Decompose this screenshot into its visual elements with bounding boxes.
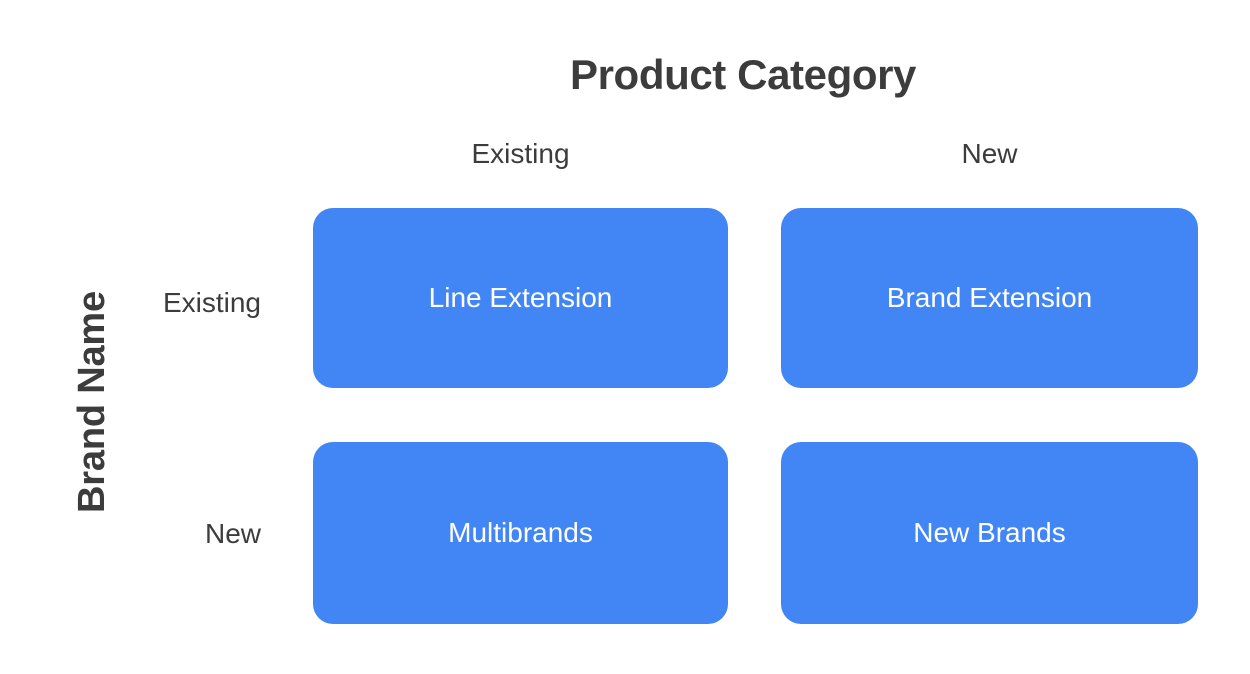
quadrant-multibrands[interactable]: Multibrands	[313, 442, 728, 624]
column-header-new: New	[961, 138, 1018, 169]
quadrant-label: New Brands	[913, 517, 1066, 548]
quadrant-new-brands[interactable]: New Brands	[781, 442, 1198, 624]
quadrant-brand-extension[interactable]: Brand Extension	[781, 208, 1198, 388]
row-header-existing: Existing	[162, 287, 261, 318]
row-header-new: New	[204, 518, 261, 549]
quadrant-line-extension[interactable]: Line Extension	[313, 208, 728, 388]
quadrant-label: Line Extension	[428, 282, 613, 313]
page-title: Product Category	[570, 51, 916, 98]
column-header-existing: Existing	[471, 138, 570, 169]
quadrant-label: Brand Extension	[886, 282, 1093, 313]
quadrant-label: Multibrands	[448, 517, 593, 548]
